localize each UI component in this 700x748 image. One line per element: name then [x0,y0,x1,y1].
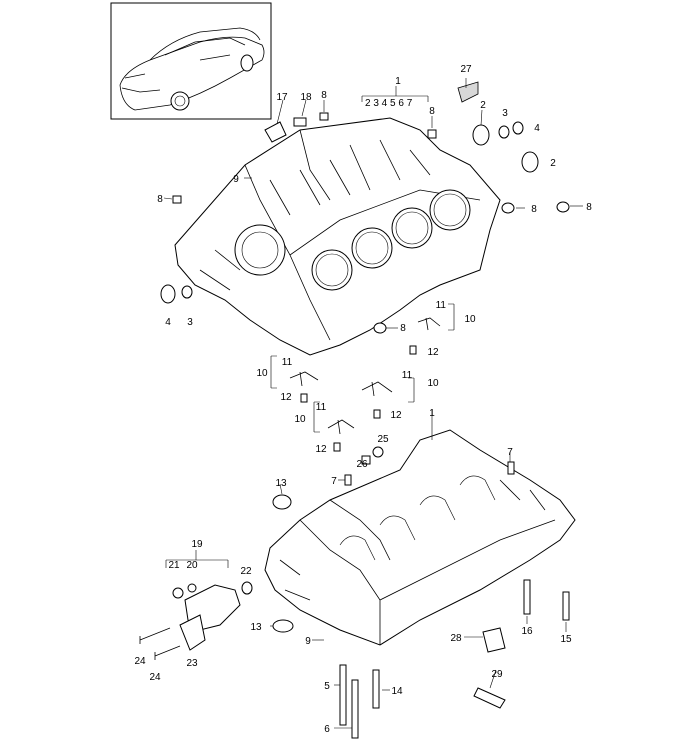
callout-13-b: 13 [250,622,262,633]
callout-12-c: 12 [390,410,402,421]
callout-17: 17 [276,92,288,103]
callout-6: 6 [324,724,330,735]
callout-10-c: 10 [427,378,439,389]
callout-12-d: 12 [315,444,327,455]
callout-24-a: 24 [134,656,146,667]
callout-7-b: 7 [331,476,337,487]
callout-10-b: 10 [256,368,268,379]
callout-8-e: 8 [586,202,592,213]
callout-2-a: 2 [480,100,486,111]
callout-1-sublist: 2 3 4 5 6 7 [365,98,413,109]
callout-26: 26 [356,459,368,470]
callout-11-d: 11 [316,402,327,413]
callout-8-b: 8 [429,106,435,117]
callout-9-a: 9 [233,174,239,185]
callout-4-b: 4 [165,317,171,328]
callout-15: 15 [560,634,572,645]
callout-8-c: 8 [157,194,163,205]
callout-11-b: 11 [282,357,293,368]
callout-28: 28 [450,633,462,644]
callout-labels: 1 2 3 4 5 6 7 27 17 18 8 8 2 3 4 2 9 8 8… [134,64,592,735]
callout-3-a: 3 [502,108,508,119]
lower-crankcase-half [264,429,576,646]
vehicle-thumbnail [110,2,272,120]
leader-lines [163,78,583,729]
callout-29: 29 [491,669,503,680]
upper-crankcase-half [174,117,501,356]
callout-13-a: 13 [275,478,287,489]
callout-2-b: 2 [550,158,556,169]
callout-16: 16 [521,626,533,637]
callout-23: 23 [186,658,198,669]
callout-8-f: 8 [400,323,406,334]
callout-8-d: 8 [531,204,537,215]
callout-14: 14 [391,686,403,697]
callout-4-a: 4 [534,123,540,134]
callout-10-d: 10 [294,414,306,425]
small-components [139,81,570,739]
callout-1-top: 1 [395,76,401,87]
callout-25: 25 [377,434,389,445]
callout-19: 19 [191,539,203,550]
callout-5: 5 [324,681,330,692]
callout-22: 22 [240,566,252,577]
callout-21: 21 [168,560,180,571]
callout-12-a: 12 [427,347,439,358]
callout-24-b: 24 [149,672,161,683]
callout-1-lower: 1 [429,408,435,419]
callout-11-a: 11 [436,300,447,311]
callout-12-b: 12 [280,392,292,403]
callout-9-b: 9 [305,636,311,647]
callout-27: 27 [460,64,472,75]
callout-8-a: 8 [321,90,327,101]
callout-10-a: 10 [464,314,476,325]
callout-3-b: 3 [187,317,193,328]
callout-11-c: 11 [402,370,413,381]
callout-20: 20 [186,560,198,571]
callout-18: 18 [300,92,312,103]
callout-7-a: 7 [507,447,513,458]
